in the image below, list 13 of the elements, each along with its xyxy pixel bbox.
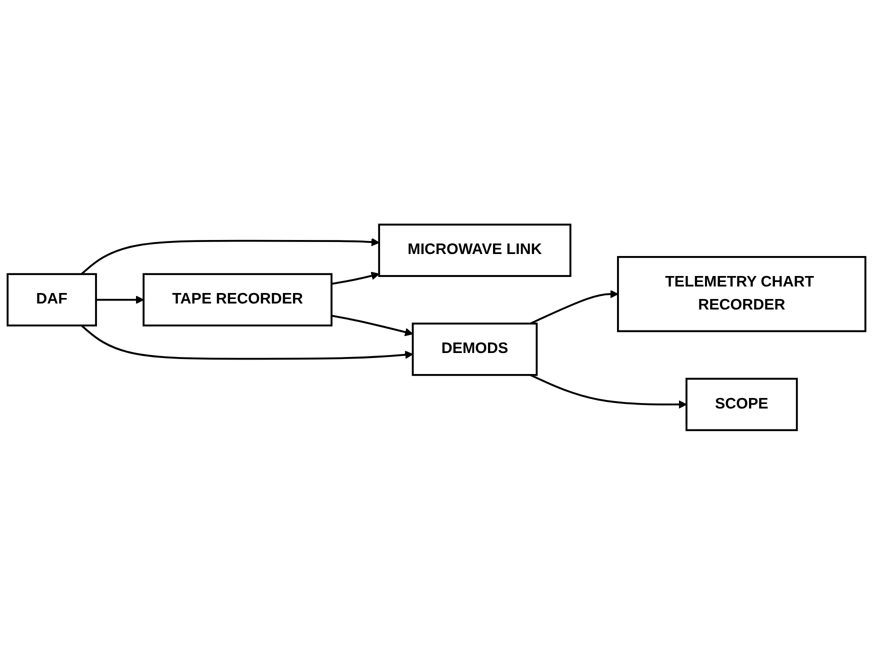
arrow xyxy=(96,296,144,304)
arrow xyxy=(80,238,380,275)
node-box: SCOPE xyxy=(686,378,798,432)
node-box: DEMODS xyxy=(412,322,538,376)
arrow xyxy=(331,272,380,285)
node-box: TELEMETRY CHART RECORDER xyxy=(617,256,866,332)
arrow xyxy=(331,314,414,336)
arrow xyxy=(80,324,414,360)
arrow xyxy=(530,290,618,325)
node-box: TAPE RECORDER xyxy=(142,273,332,327)
node-box: DAF xyxy=(6,273,97,327)
node-box: MICROWAVE LINK xyxy=(378,224,572,278)
arrow xyxy=(530,374,687,409)
